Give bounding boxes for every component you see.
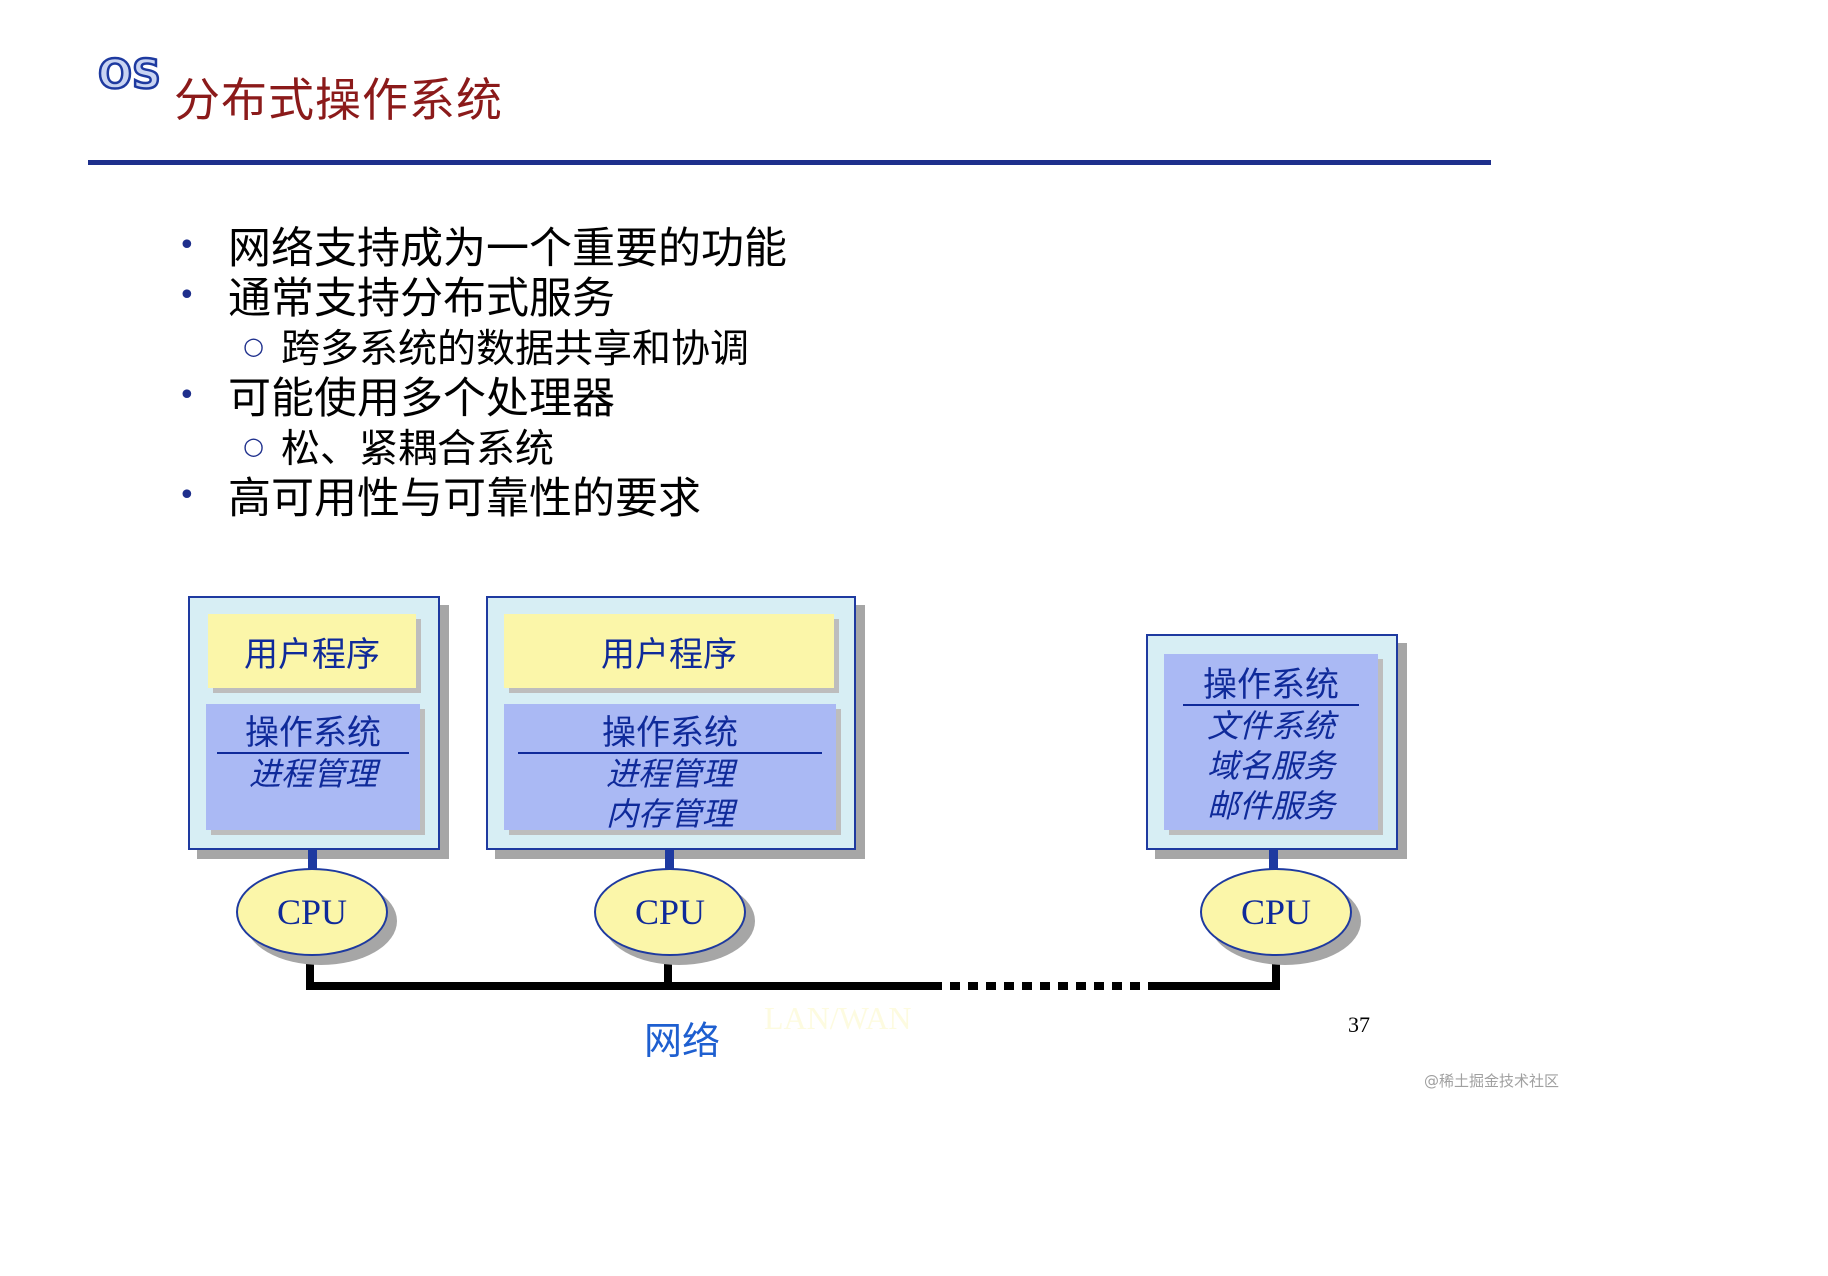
network-lines bbox=[306, 958, 1280, 990]
os-panel: 操作系统 文件系统 域名服务 邮件服务 bbox=[1164, 654, 1378, 830]
cpu-connector bbox=[308, 848, 317, 872]
bullet-item: • 网络支持成为一个重要的功能 bbox=[178, 214, 787, 276]
bullet-dot-icon: • bbox=[178, 277, 196, 313]
cpu-node: CPU bbox=[594, 868, 746, 956]
os-title: 操作系统 bbox=[217, 714, 409, 754]
network-label: 网络 bbox=[644, 1019, 721, 1063]
page-number: 37 bbox=[1348, 1012, 1370, 1037]
bullet-text: 跨多系统的数据共享和协调 bbox=[281, 327, 750, 372]
bullet-item: • 可能使用多个处理器 bbox=[178, 364, 615, 426]
title-divider bbox=[88, 160, 1491, 165]
user-program: 用户程序 bbox=[504, 614, 834, 688]
bullet-text: 可能使用多个处理器 bbox=[228, 374, 615, 424]
bullet-item: • 高可用性与可靠性的要求 bbox=[178, 464, 701, 526]
bullet-dot-icon: • bbox=[178, 227, 196, 263]
bullet-text: 通常支持分布式服务 bbox=[228, 274, 615, 324]
os-logo: OS bbox=[97, 51, 162, 100]
cpu-node: CPU bbox=[236, 868, 388, 956]
os-panel: 操作系统 进程管理 bbox=[206, 704, 420, 830]
bullet-text: 松、紧耦合系统 bbox=[281, 427, 555, 472]
bullet-circle-icon: ○ bbox=[243, 332, 264, 360]
bullet-dot-icon: • bbox=[178, 377, 196, 413]
bullet-text: 网络支持成为一个重要的功能 bbox=[228, 224, 787, 274]
bullet-circle-icon: ○ bbox=[243, 432, 264, 460]
bullet-text: 高可用性与可靠性的要求 bbox=[228, 474, 701, 524]
os-title: 操作系统 bbox=[518, 714, 822, 754]
os-panel: 操作系统 进程管理 内存管理 bbox=[504, 704, 836, 833]
user-program: 用户程序 bbox=[208, 614, 416, 688]
os-item: 文件系统 bbox=[1206, 707, 1335, 745]
network-type-label: LAN/WAN bbox=[764, 1000, 912, 1036]
bullet-dot-icon: • bbox=[178, 477, 196, 513]
cpu-connector bbox=[665, 848, 674, 872]
cpu-node: CPU bbox=[1200, 868, 1352, 956]
sub-bullet-item: ○ 松、紧耦合系统 bbox=[243, 418, 554, 474]
os-item: 内存管理 bbox=[605, 795, 734, 833]
os-item: 进程管理 bbox=[248, 755, 377, 793]
os-item: 域名服务 bbox=[1206, 747, 1335, 785]
os-title: 操作系统 bbox=[1183, 666, 1359, 706]
cpu-connector bbox=[1269, 848, 1278, 872]
sub-bullet-item: ○ 跨多系统的数据共享和协调 bbox=[243, 318, 749, 374]
watermark: @稀土掘金技术社区 bbox=[1424, 1072, 1560, 1090]
page-title: 分布式操作系统 bbox=[174, 73, 503, 127]
bullet-item: • 通常支持分布式服务 bbox=[178, 264, 615, 326]
os-item: 邮件服务 bbox=[1206, 787, 1335, 825]
os-logo-text: OS bbox=[98, 52, 161, 98]
os-item: 进程管理 bbox=[605, 755, 734, 793]
